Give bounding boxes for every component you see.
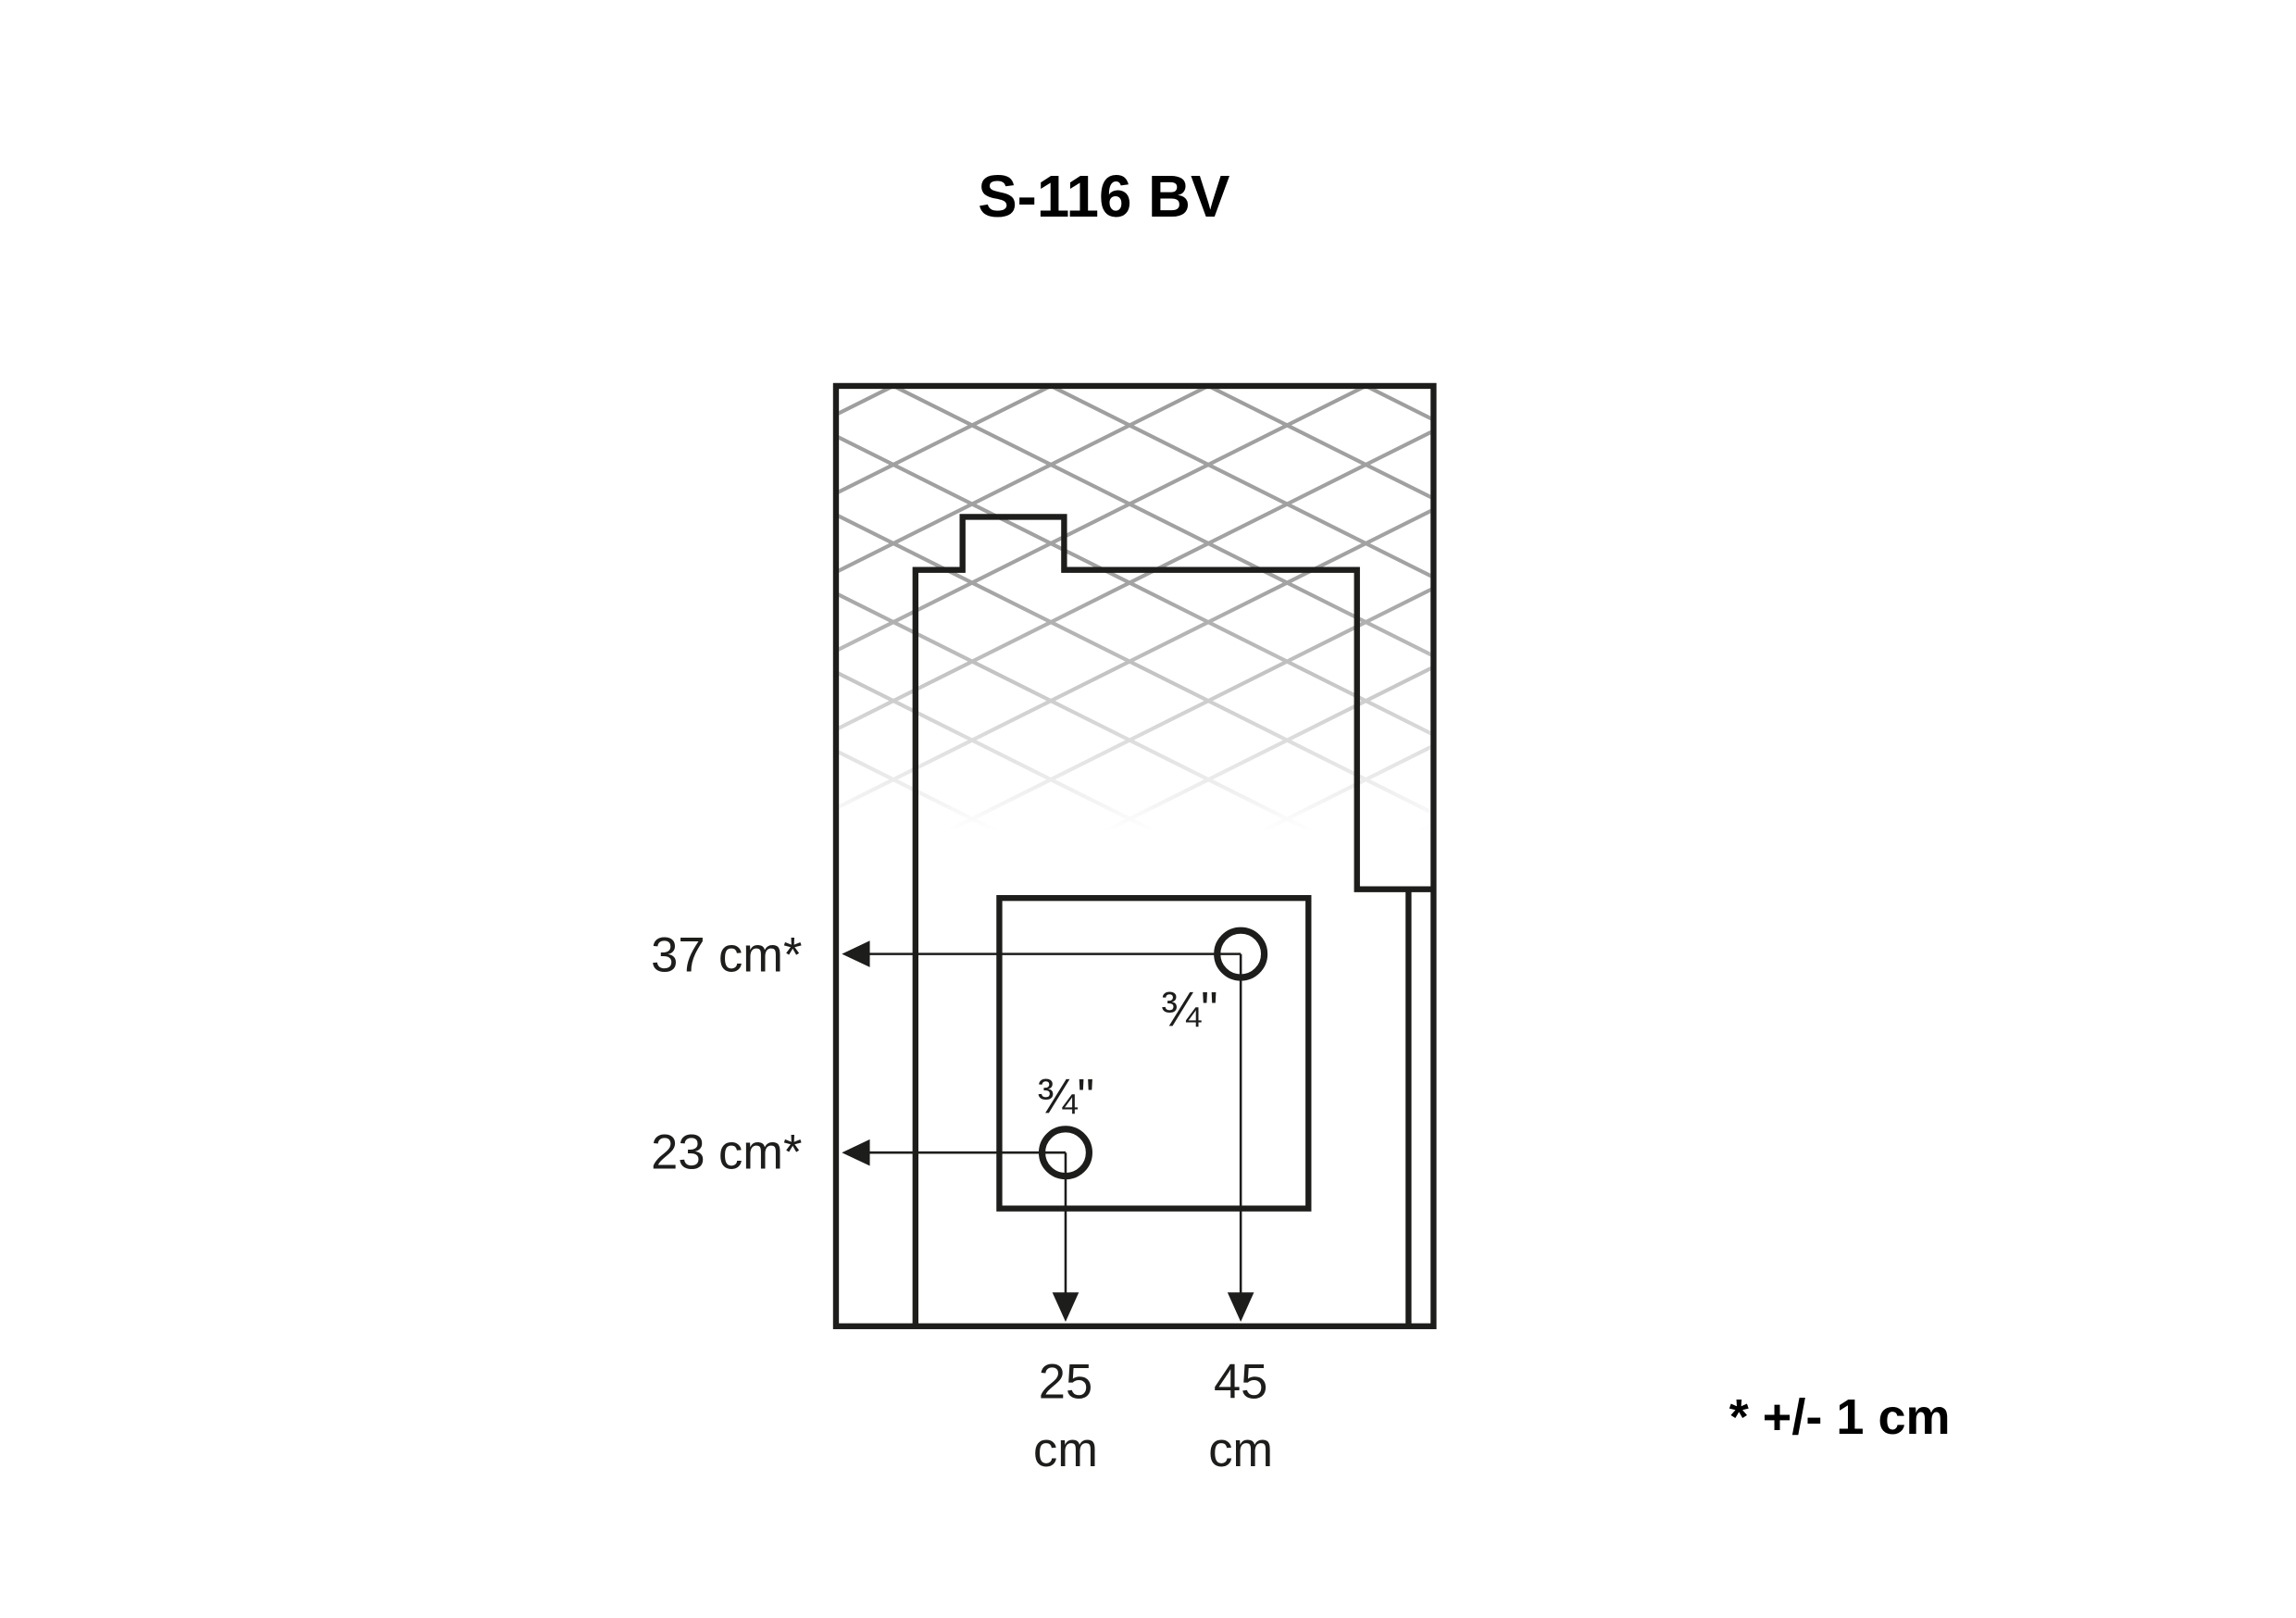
hatch-line bbox=[839, 435, 1431, 736]
dimension-label-25-unit: cm bbox=[1033, 1424, 1098, 1477]
hatch-line bbox=[1630, 386, 2296, 883]
hatch-line bbox=[2153, 386, 2296, 883]
lower-connection-circle bbox=[1038, 1126, 1092, 1180]
dimension-label-23: 23 cm* bbox=[651, 1126, 802, 1180]
hatch-line bbox=[0, 386, 421, 883]
dimension-label-45-value: 45 bbox=[1214, 1356, 1267, 1410]
arrowhead-down-icon bbox=[1227, 1292, 1254, 1323]
wall-hatch-pattern bbox=[0, 386, 2296, 886]
dimension-label-37: 37 cm* bbox=[651, 929, 802, 983]
hatch-line bbox=[1839, 386, 2296, 883]
hatch-line bbox=[1680, 386, 2296, 883]
arrowhead-down-icon bbox=[1052, 1292, 1079, 1323]
arrowhead-left-icon bbox=[842, 940, 870, 967]
hatch-line bbox=[1996, 386, 2296, 883]
hatch-line bbox=[0, 386, 579, 883]
hatch-line bbox=[839, 514, 1431, 815]
dimension-label-25-value: 25 bbox=[1039, 1356, 1092, 1410]
hatch-line bbox=[1000, 666, 1431, 886]
hatch-line bbox=[1523, 386, 2296, 883]
hatch-line bbox=[0, 386, 471, 883]
hatch-line bbox=[842, 587, 1431, 886]
tolerance-note: * +/- 1 cm bbox=[1729, 1389, 1951, 1445]
stove-outline bbox=[912, 514, 1434, 1326]
hatch-line bbox=[0, 386, 264, 883]
hatch-line bbox=[839, 389, 1207, 573]
upper-connection-circle bbox=[1214, 927, 1268, 981]
hatch-line bbox=[839, 671, 1260, 886]
hatch-line bbox=[1315, 823, 1431, 886]
lower-connection-size: ¾" bbox=[1037, 1070, 1094, 1124]
wall-outline bbox=[832, 382, 1437, 1329]
hatch-line bbox=[839, 429, 1431, 730]
dimension-label-45-unit: cm bbox=[1208, 1424, 1273, 1477]
hatch-line bbox=[1052, 389, 1431, 579]
hatch-line bbox=[1367, 389, 1431, 421]
hatch-line bbox=[0, 386, 629, 883]
model-title: S-116 BV bbox=[978, 164, 1229, 230]
hatch-line bbox=[1473, 386, 2296, 883]
hatch-line bbox=[0, 386, 736, 883]
hatch-line bbox=[0, 386, 786, 883]
hatch-line bbox=[894, 389, 1431, 657]
hatch-line bbox=[1789, 386, 2296, 883]
hatch-line bbox=[839, 508, 1431, 809]
hatch-line bbox=[1157, 744, 1431, 886]
upper-connection-size: ¾" bbox=[1160, 983, 1217, 1037]
hatch-line bbox=[839, 389, 1050, 494]
hatch-line bbox=[839, 389, 1365, 652]
hatch-line bbox=[1209, 389, 1431, 500]
hatch-line bbox=[839, 389, 892, 416]
arrowhead-left-icon bbox=[842, 1139, 870, 1166]
hatch-line bbox=[839, 828, 944, 886]
hatch-line bbox=[839, 750, 1103, 886]
connection-panel bbox=[996, 894, 1312, 1212]
hatch-line bbox=[0, 386, 106, 883]
